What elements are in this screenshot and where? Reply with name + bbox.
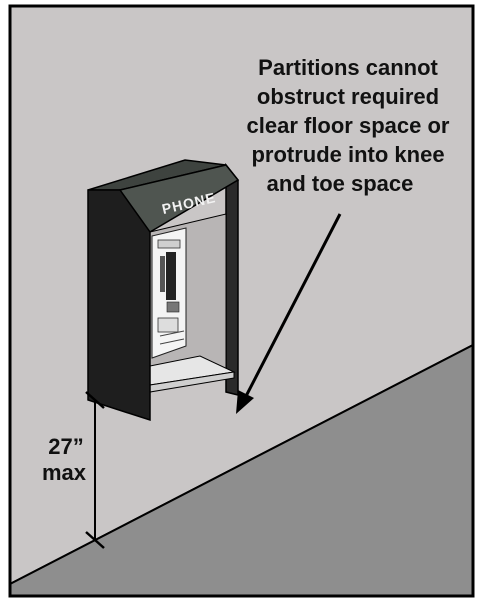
- left-partition: [87, 189, 151, 422]
- dimension-unit: max: [42, 460, 87, 485]
- frame-border: [8, 4, 475, 598]
- callout-line-5: and toe space: [267, 171, 414, 196]
- callout-line-3: clear floor space or: [247, 113, 450, 138]
- dimension-line: [85, 391, 105, 549]
- callout-text: Partitions cannot obstruct required clea…: [247, 55, 450, 196]
- callout-line-4: protrude into knee: [251, 142, 444, 167]
- callout-line-2: obstruct required: [257, 84, 439, 109]
- callout-arrow: [236, 213, 342, 414]
- phone-booth: PHONE: [87, 159, 240, 422]
- right-partition: [225, 162, 239, 396]
- callout-line-1: Partitions cannot: [258, 55, 438, 80]
- dimension-value: 27”: [48, 434, 83, 459]
- telephone-icon: [151, 227, 187, 359]
